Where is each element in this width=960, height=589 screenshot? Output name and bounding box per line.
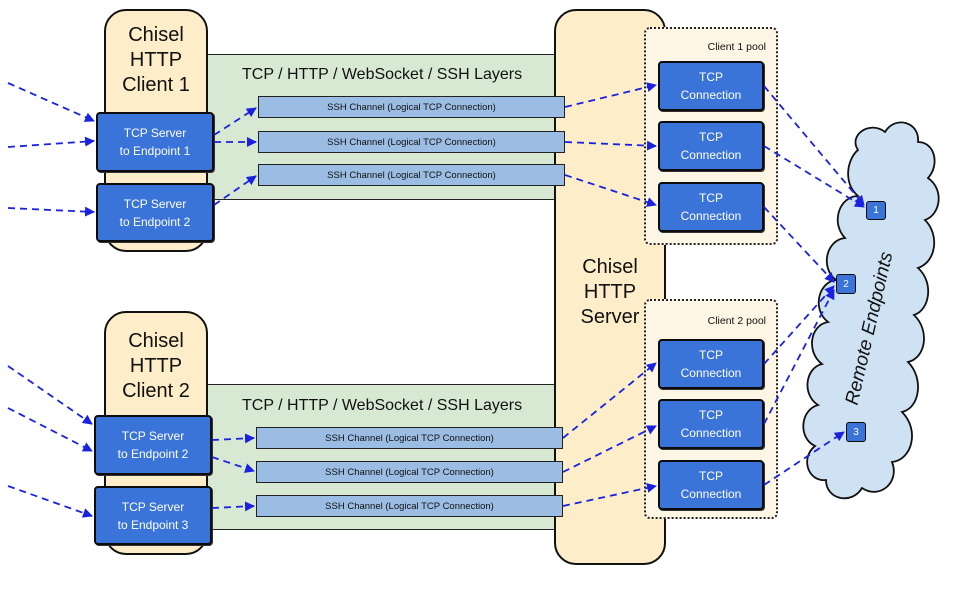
incoming-arrow-3 xyxy=(7,206,95,217)
pool-1-tcp-connection-2: TCP Connection xyxy=(658,121,764,171)
remote-endpoint-1: 1 xyxy=(866,201,886,220)
channel-to-pool-arrow-4 xyxy=(562,362,657,439)
client-2-tcp-server-endpoint-3: TCP Server to Endpoint 3 xyxy=(94,486,212,545)
incoming-arrow-2 xyxy=(7,136,95,148)
server-title: Chisel HTTP Server xyxy=(580,256,640,328)
pool-2-tcp-connection-1: TCP Connection xyxy=(658,339,764,389)
incoming-arrow-4 xyxy=(7,365,93,425)
client-1-title: Chisel HTTP Client 1 xyxy=(122,24,190,96)
pool-1-tcp-connection-1: TCP Connection xyxy=(658,61,764,111)
remote-endpoint-3: 3 xyxy=(846,422,866,442)
client-2-title: Chisel HTTP Client 2 xyxy=(122,330,190,402)
server-to-channel-arrow-4 xyxy=(211,433,255,444)
client-2-ssh-channel-3: SSH Channel (Logical TCP Connection) xyxy=(256,495,563,517)
incoming-arrow-6 xyxy=(7,485,93,518)
server-to-channel-arrow-5 xyxy=(211,456,255,473)
client-1-ssh-channel-1: SSH Channel (Logical TCP Connection) xyxy=(258,96,565,118)
pool-to-endpoint-arrow-3 xyxy=(763,206,835,283)
pool-to-endpoint-arrow-6 xyxy=(763,431,845,486)
pool-to-endpoint-arrow-5 xyxy=(763,289,835,425)
channel-to-pool-arrow-2 xyxy=(564,140,657,151)
client-2-layers-label: TCP / HTTP / WebSocket / SSH Layers xyxy=(242,397,523,414)
channel-to-pool-arrow-1 xyxy=(564,82,657,108)
pool-to-endpoint-arrow-4 xyxy=(763,285,835,365)
client-2-tcp-server-endpoint-2: TCP Server to Endpoint 2 xyxy=(94,415,212,475)
pool-1-tcp-connection-3: TCP Connection xyxy=(658,182,764,232)
client-2-ssh-channel-1: SSH Channel (Logical TCP Connection) xyxy=(256,427,563,449)
client-1-tcp-server-endpoint-1: TCP Server to Endpoint 1 xyxy=(96,112,214,172)
client-1-tcp-server-endpoint-2: TCP Server to Endpoint 2 xyxy=(96,183,214,242)
client-2-ssh-channel-2: SSH Channel (Logical TCP Connection) xyxy=(256,461,563,483)
channel-to-pool-arrow-3 xyxy=(564,174,657,207)
client-1-pool-label: Client 1 pool xyxy=(707,41,766,53)
pool-2-tcp-connection-2: TCP Connection xyxy=(658,399,764,449)
incoming-arrow-1 xyxy=(7,82,95,122)
pool-to-endpoint-arrow-1 xyxy=(763,85,865,206)
server-to-channel-arrow-1 xyxy=(213,107,257,136)
remote-endpoint-2: 2 xyxy=(836,274,856,294)
server-to-channel-arrow-6 xyxy=(211,501,255,512)
client-1-ssh-channel-3: SSH Channel (Logical TCP Connection) xyxy=(258,164,565,186)
pool-to-endpoint-arrow-2 xyxy=(763,145,865,208)
client-2-pool-label: Client 2 pool xyxy=(707,315,766,327)
channel-to-pool-arrow-5 xyxy=(562,425,657,473)
pool-2-tcp-connection-3: TCP Connection xyxy=(658,460,764,510)
client-1-ssh-channel-2: SSH Channel (Logical TCP Connection) xyxy=(258,131,565,153)
incoming-arrow-5 xyxy=(7,407,93,452)
server-to-channel-arrow-3 xyxy=(213,175,257,206)
channel-to-pool-arrow-6 xyxy=(562,483,657,507)
client-1-layers-label: TCP / HTTP / WebSocket / SSH Layers xyxy=(242,66,523,83)
